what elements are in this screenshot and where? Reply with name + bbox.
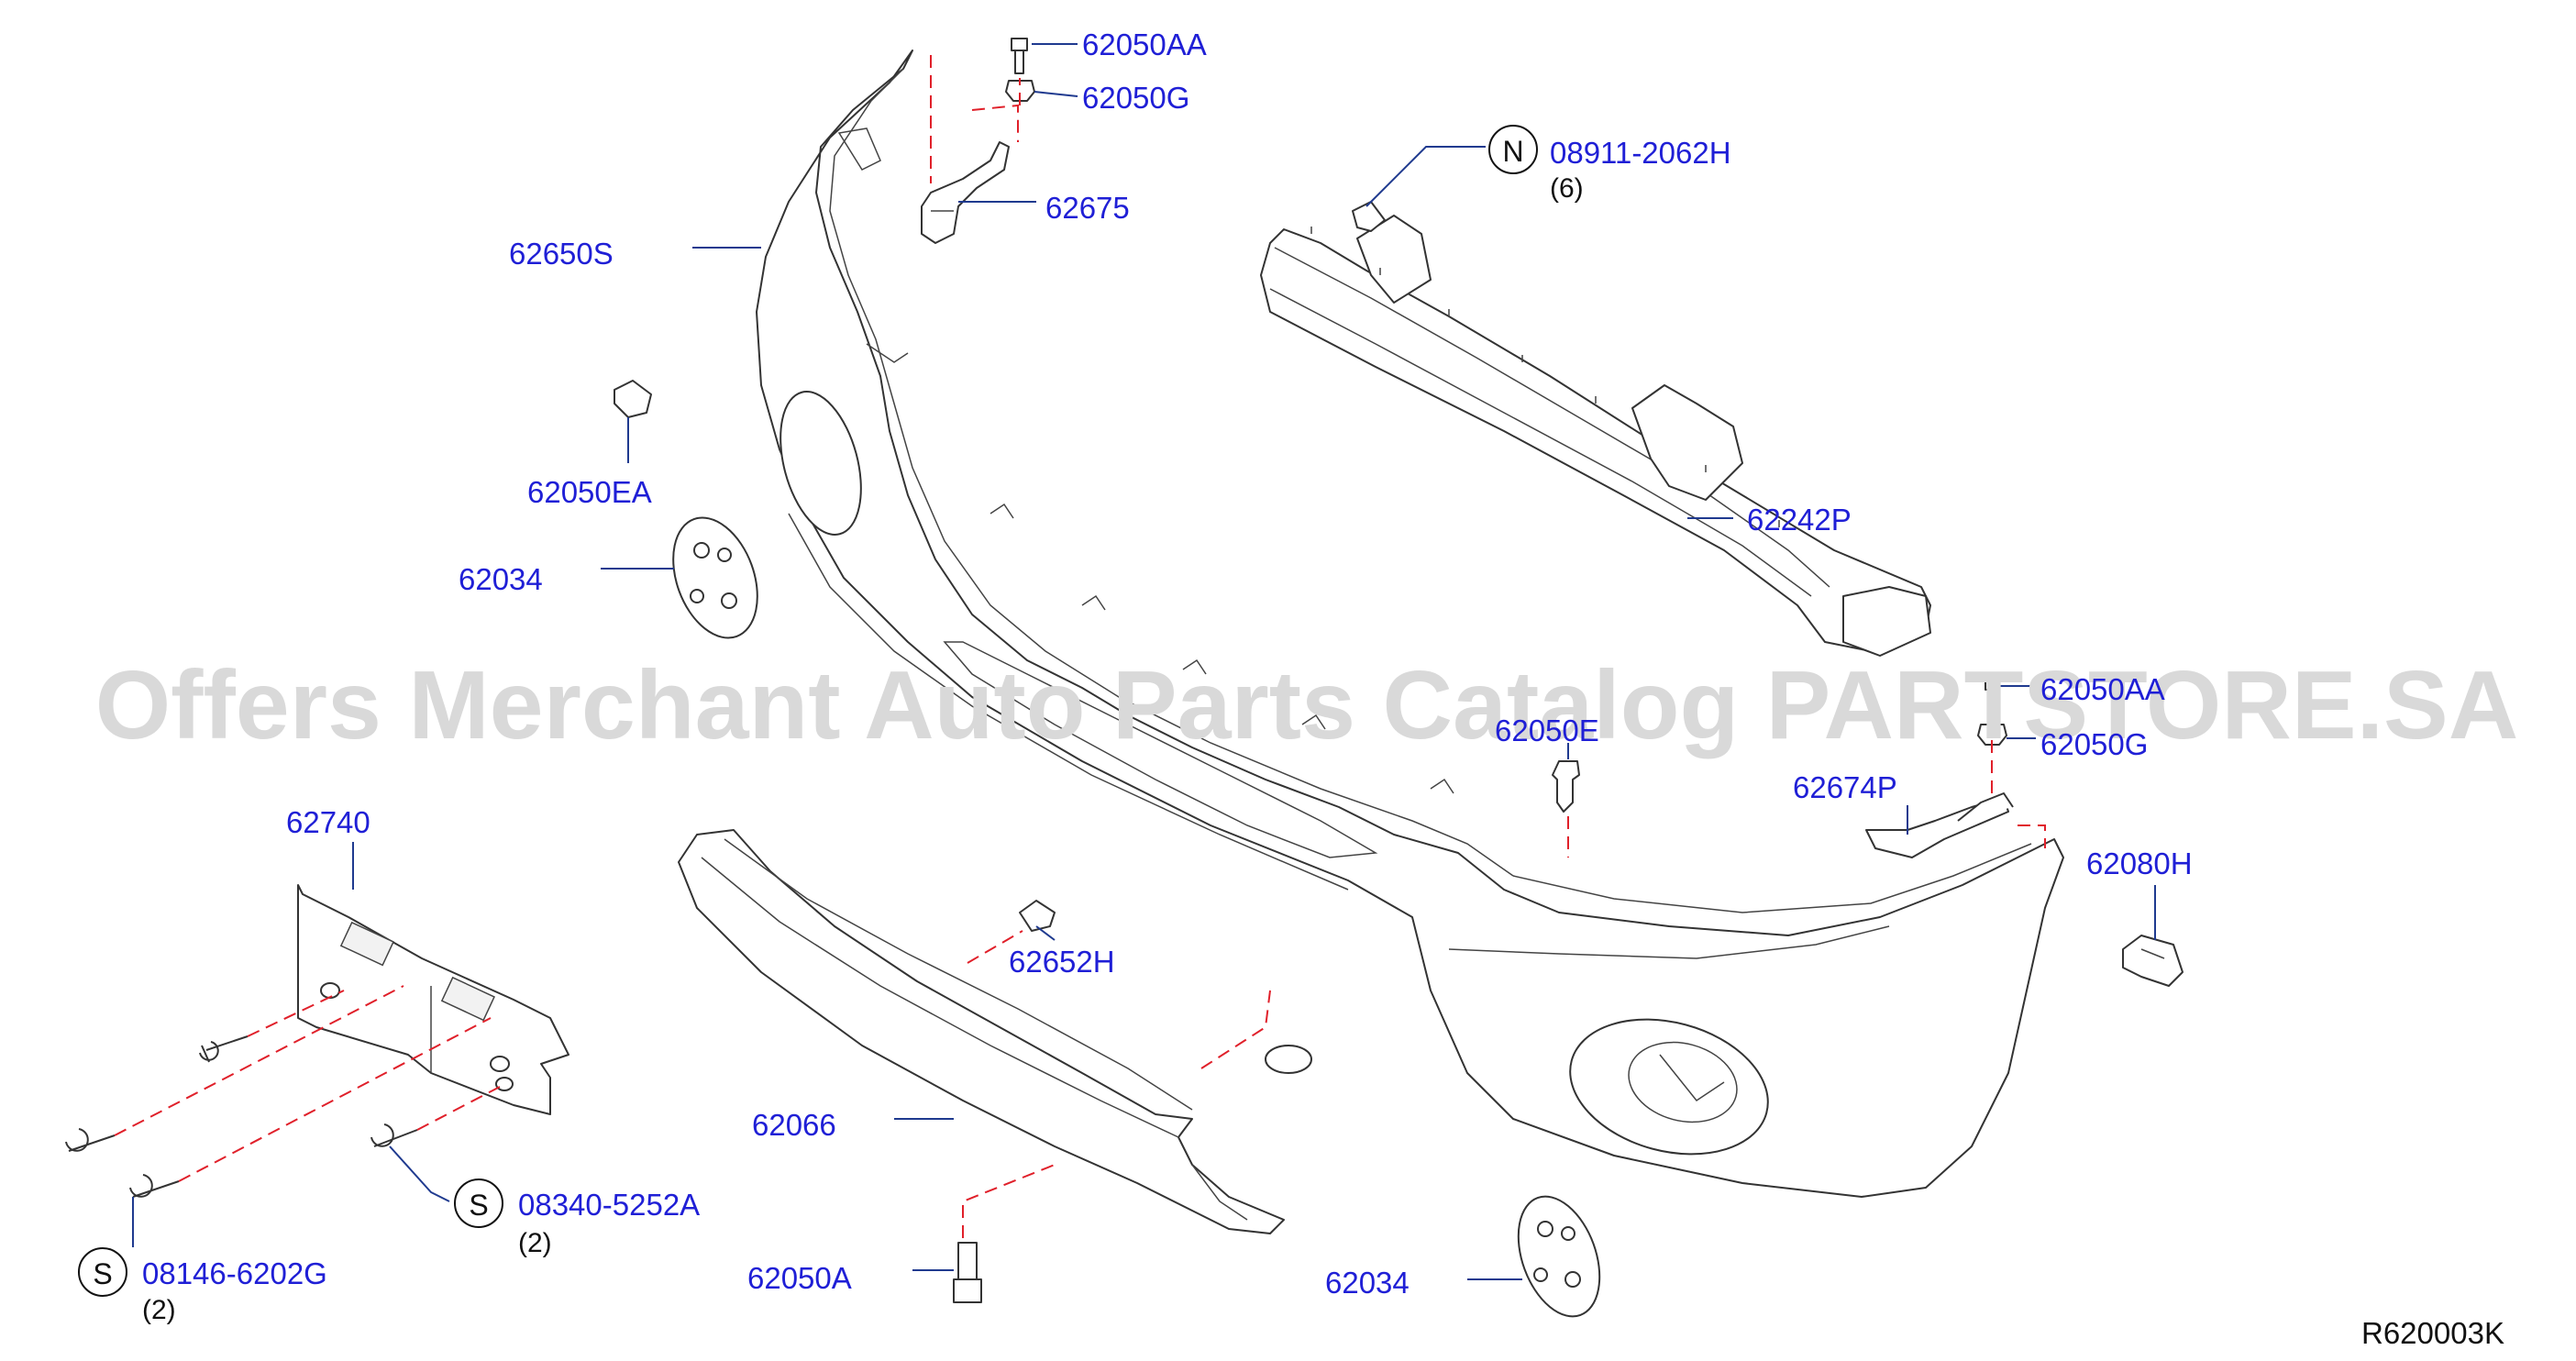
label-62050aa-right[interactable]: 62050AA bbox=[2040, 672, 2165, 706]
bumper-fascia-62650s[interactable] bbox=[756, 50, 2064, 1198]
label-62242p[interactable]: 62242P bbox=[1747, 503, 1852, 537]
badge-n-08911: N bbox=[1488, 125, 1538, 174]
clip-62050ea[interactable] bbox=[614, 380, 652, 418]
label-62050g-right[interactable]: 62050G bbox=[2040, 727, 2148, 761]
reference-code: R620003K bbox=[2361, 1316, 2504, 1350]
cover-62034-left[interactable] bbox=[658, 506, 772, 650]
clip-62652h[interactable] bbox=[1019, 900, 1056, 932]
license-plate-bracket-62740[interactable] bbox=[297, 884, 569, 1115]
badge-s-08340: S bbox=[454, 1178, 503, 1228]
side-bracket-62674p[interactable] bbox=[1865, 792, 2014, 858]
bolt-icon bbox=[65, 38, 2007, 1303]
dashed-guides bbox=[114, 55, 2046, 1238]
label-08911-2062h[interactable]: 08911-2062H bbox=[1550, 136, 1731, 170]
label-62740[interactable]: 62740 bbox=[286, 805, 370, 839]
label-62652h[interactable]: 62652H bbox=[1009, 945, 1115, 979]
svg-text:S: S bbox=[469, 1189, 488, 1222]
svg-text:N: N bbox=[1502, 135, 1523, 168]
label-62675[interactable]: 62675 bbox=[1045, 191, 1130, 225]
label-08146-6202g[interactable]: 08146-6202G bbox=[142, 1256, 327, 1290]
label-62050a[interactable]: 62050A bbox=[747, 1261, 852, 1295]
label-62050aa-top[interactable]: 62050AA bbox=[1082, 28, 1207, 61]
label-62050e[interactable]: 62050E bbox=[1495, 714, 1599, 747]
svg-text:S: S bbox=[93, 1257, 112, 1290]
label-62050ea[interactable]: 62050EA bbox=[527, 475, 652, 509]
clip-62080h[interactable] bbox=[2122, 935, 2184, 987]
label-62066[interactable]: 62066 bbox=[752, 1108, 836, 1142]
clip-08911-2062h[interactable] bbox=[1352, 201, 1386, 232]
badge-s-08146: S bbox=[78, 1247, 127, 1297]
cover-62034-bottom[interactable] bbox=[1503, 1185, 1615, 1327]
lower-valance-62066[interactable] bbox=[678, 829, 1285, 1234]
label-62080h[interactable]: 62080H bbox=[2086, 846, 2193, 880]
side-bracket-62675[interactable] bbox=[921, 141, 1010, 244]
label-62650s[interactable]: 62650S bbox=[509, 237, 614, 271]
watermark: Offers Merchant Auto Parts Catalog PARTS… bbox=[95, 651, 2519, 759]
label-08340-5252a[interactable]: 08340-5252A bbox=[518, 1188, 700, 1222]
label-62034-left[interactable]: 62034 bbox=[459, 562, 543, 596]
circle-letter-icon bbox=[1488, 125, 1538, 174]
qty-08340: (2) bbox=[518, 1228, 552, 1258]
qty-08911: (6) bbox=[1550, 173, 1584, 204]
tow-hook-cover[interactable] bbox=[1265, 1045, 1312, 1074]
label-62050g-top[interactable]: 62050G bbox=[1082, 81, 1189, 115]
label-62674p[interactable]: 62674P bbox=[1793, 770, 1897, 804]
leader-lines bbox=[132, 43, 2156, 1280]
qty-08146: (2) bbox=[142, 1295, 176, 1325]
circle-letter-icon bbox=[454, 1178, 503, 1228]
label-62034-bottom[interactable]: 62034 bbox=[1325, 1266, 1410, 1300]
reinforcement-62242p[interactable] bbox=[1260, 215, 1931, 657]
circle-letter-icon bbox=[78, 1247, 127, 1297]
